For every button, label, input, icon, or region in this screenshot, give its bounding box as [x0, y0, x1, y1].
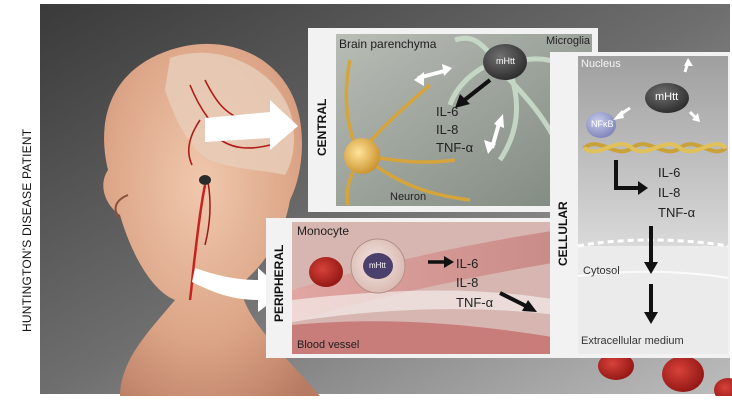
peripheral-side-label: PERIPHERAL: [273, 245, 285, 322]
cellular-factor-label: NFκB: [591, 120, 614, 129]
peripheral-cytokine-2: IL-8: [456, 276, 478, 289]
red-blood-cell-1: [309, 257, 343, 287]
peripheral-panel: [266, 218, 562, 358]
central-cell-top-label: Microglia: [546, 36, 590, 47]
cellular-cytosol-label: Cytosol: [583, 266, 620, 277]
cellular-cytokine-1: IL-6: [658, 166, 680, 179]
cellular-cytokine-2: IL-8: [658, 186, 680, 199]
cellular-side-label: CELLULAR: [557, 201, 569, 266]
central-cytokine-3: TNF-α: [436, 141, 473, 154]
central-cytokine-2: IL-8: [436, 123, 458, 136]
cellular-panel: [550, 52, 730, 358]
neuron-soma: [344, 138, 380, 174]
central-cell-bottom-label: Neuron: [390, 192, 426, 203]
red-blood-cell-3: [662, 356, 704, 392]
patient-label: HUNTINGTON'S DISEASE PATIENT: [21, 129, 33, 332]
central-region-label: Brain parenchyma: [339, 38, 436, 50]
cellular-nucleus-label: Nucleus: [581, 59, 621, 70]
peripheral-cytokine-3: TNF-α: [456, 296, 493, 309]
cellular-extracellular-label: Extracellular medium: [581, 336, 684, 347]
ear-canal: [199, 175, 211, 185]
peripheral-protein-label: mHtt: [369, 262, 386, 270]
cellular-cytokine-3: TNF-α: [658, 206, 695, 219]
peripheral-vessel-label: Blood vessel: [297, 340, 359, 351]
peripheral-cytokine-1: IL-6: [456, 257, 478, 270]
central-protein-label: mHtt: [496, 57, 515, 66]
cellular-protein-label: mHtt: [655, 92, 678, 103]
central-cytokine-1: IL-6: [436, 105, 458, 118]
central-side-label: CENTRAL: [316, 99, 328, 156]
peripheral-cell-label: Monocyte: [297, 225, 349, 237]
